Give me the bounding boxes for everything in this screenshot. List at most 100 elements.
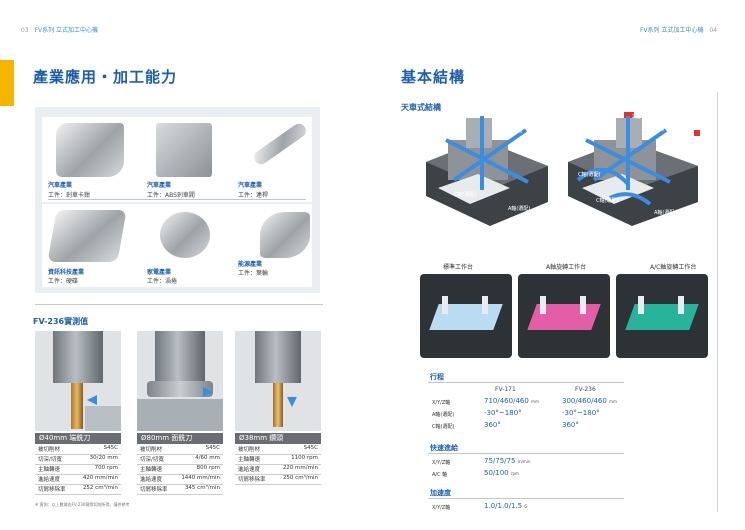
left-header: 03 FV系列 立式加工中心機: [17, 25, 98, 34]
row-label: 主軸轉速: [140, 467, 163, 473]
spec-value: 75/75/75 m/min: [484, 457, 530, 465]
spec-label: A/C 軸: [432, 472, 448, 478]
table-row: 主軸轉速 800 rpm: [137, 465, 223, 475]
row-value: 345 cm³/min: [184, 485, 220, 491]
row-label: 被切削材: [38, 447, 61, 453]
axis-label-c: C軸(選配): [578, 171, 600, 178]
feed-arrow-icon: [287, 397, 297, 407]
standard-worktable-image: [420, 274, 512, 358]
axis-label-a: A軸(選配): [654, 209, 676, 216]
facemill-test-image: [137, 331, 223, 431]
axis-label-y: Y軸: [513, 127, 522, 134]
spec-travel-title: 行程: [430, 373, 444, 381]
axis-label-y: Y軸: [655, 125, 664, 132]
application-industry: 家電產業: [147, 269, 172, 276]
page-edge-line: [717, 92, 718, 512]
table-row: 進給速度 420 mm/min: [35, 475, 121, 485]
feed-arrow-icon: [87, 395, 97, 405]
spec-unit: rpm: [510, 471, 519, 476]
left-page-number: 03: [21, 27, 29, 34]
spec-value-text: 75/75/75: [484, 457, 516, 465]
applications-row-1: 汽車產業 工件：剎車卡鉗 汽車產業 工件：ABS剎車閥 汽車產業 工件：連桿: [42, 117, 312, 202]
row-value: 30/20 mm: [89, 455, 118, 461]
spec-value: 1.0/1.0/1.5 G: [484, 502, 527, 510]
application-industry: 能源產業: [238, 261, 263, 268]
hard-disk-image: [47, 210, 127, 262]
spec-unit: m/min: [517, 459, 531, 464]
row-value: 252 cm³/min: [82, 485, 118, 491]
brake-caliper-image: [56, 123, 124, 177]
applications-row-2: 資訊科技產業 工件：硬碟 家電產業 工件：渦捲 能源產業 工件：葉輪: [42, 204, 312, 287]
spec-value-fv236: 300/460/460: [562, 397, 607, 405]
worktable-label: A軸旋轉工作台: [546, 264, 587, 271]
row-label: 進給速度: [38, 477, 61, 483]
drill-test-image: [235, 331, 321, 431]
row-value: 250 cm³/min: [282, 475, 318, 481]
application-work: 工件：剎車卡鉗: [48, 192, 91, 199]
table-row: 進給速度 220 mm/min: [235, 465, 321, 475]
test-tool-header: Ø38mm 鑽頭: [235, 433, 321, 444]
application-industry: 汽車產業: [48, 182, 73, 189]
application-work: 工件：硬碟: [48, 278, 79, 285]
spec-label: A軸(選配): [432, 412, 455, 418]
connecting-rod-image: [251, 121, 309, 167]
spec-label: X/Y/Z軸: [432, 400, 451, 406]
spec-value: 300/460/460 mm: [562, 397, 617, 405]
axis-label-z: Z軸: [632, 113, 640, 120]
spec-value: 710/460/460 mm: [484, 397, 539, 405]
machine-right: [568, 112, 700, 226]
structure-title: 基本結構: [401, 68, 466, 86]
row-value: 220 mm/min: [282, 465, 318, 471]
spec-value-text: 50/100: [484, 469, 509, 477]
spec-value-fv171: -30°~180°: [484, 409, 522, 417]
row-value: S45C: [303, 445, 318, 451]
row-value: 420 mm/min: [82, 475, 118, 481]
axis-label-x: X軸: [596, 133, 604, 140]
right-header: FV系列 立式加工中心機 04: [640, 25, 721, 34]
row-value: 1100 rpm: [291, 455, 318, 461]
row-label: 切深/切寬: [38, 457, 62, 463]
axis-label-x: X軸: [450, 133, 458, 140]
axis-labels: X軸 Y軸 Z軸 X軸 Y軸 Z軸 C軸(選配) A軸(選配) C軸(選配) C…: [450, 113, 676, 216]
feed-arrow-icon: [203, 387, 213, 397]
spec-rapid-title: 快速進給: [430, 444, 458, 452]
machine-left: [426, 118, 548, 226]
row-label: 主軸轉速: [238, 457, 261, 463]
row-label: 被切削材: [140, 447, 163, 453]
right-header-subtitle: 立式加工中心機: [661, 27, 704, 34]
spec-value: 50/100 rpm: [484, 469, 519, 477]
table-row: 切深/切寬 30/20 mm: [35, 455, 121, 465]
drill-tool: [273, 383, 283, 427]
spec-unit: G: [524, 504, 528, 509]
row-label: 進給速度: [238, 467, 261, 473]
axis-arrows: [445, 116, 671, 206]
applications-title: 產業應用・加工能力: [33, 68, 178, 86]
endmill-tool: [71, 383, 83, 429]
applications-panel: 汽車產業 工件：剎車卡鉗 汽車產業 工件：ABS剎車閥 汽車產業 工件：連桿 資…: [35, 107, 320, 293]
spec-value-fv236: 360°: [562, 421, 579, 429]
model-fv236: FV-236: [575, 386, 596, 393]
divider: [428, 498, 624, 499]
row-value: 700 rpm: [94, 465, 118, 471]
table-row: 主軸轉速 1100 rpm: [235, 455, 321, 465]
section-accent-bar: [0, 60, 14, 106]
divider: [428, 453, 624, 454]
row-label: 進給速度: [140, 477, 163, 483]
spec-accel-title: 加速度: [430, 489, 451, 497]
model-fv171: FV-171: [495, 386, 516, 393]
spec-value-fv171: 360°: [484, 421, 501, 429]
right-page-number: 04: [709, 27, 718, 34]
worktable-label: 標準工作台: [443, 264, 474, 271]
divider: [48, 199, 306, 200]
application-industry: 資訊科技產業: [48, 269, 85, 276]
row-label: 切屑移除率: [140, 487, 168, 493]
abs-valve-image: [156, 123, 212, 177]
application-work: 工件：連桿: [238, 192, 269, 199]
left-header-series: FV系列: [34, 27, 55, 34]
row-value: 800 rpm: [196, 465, 220, 471]
